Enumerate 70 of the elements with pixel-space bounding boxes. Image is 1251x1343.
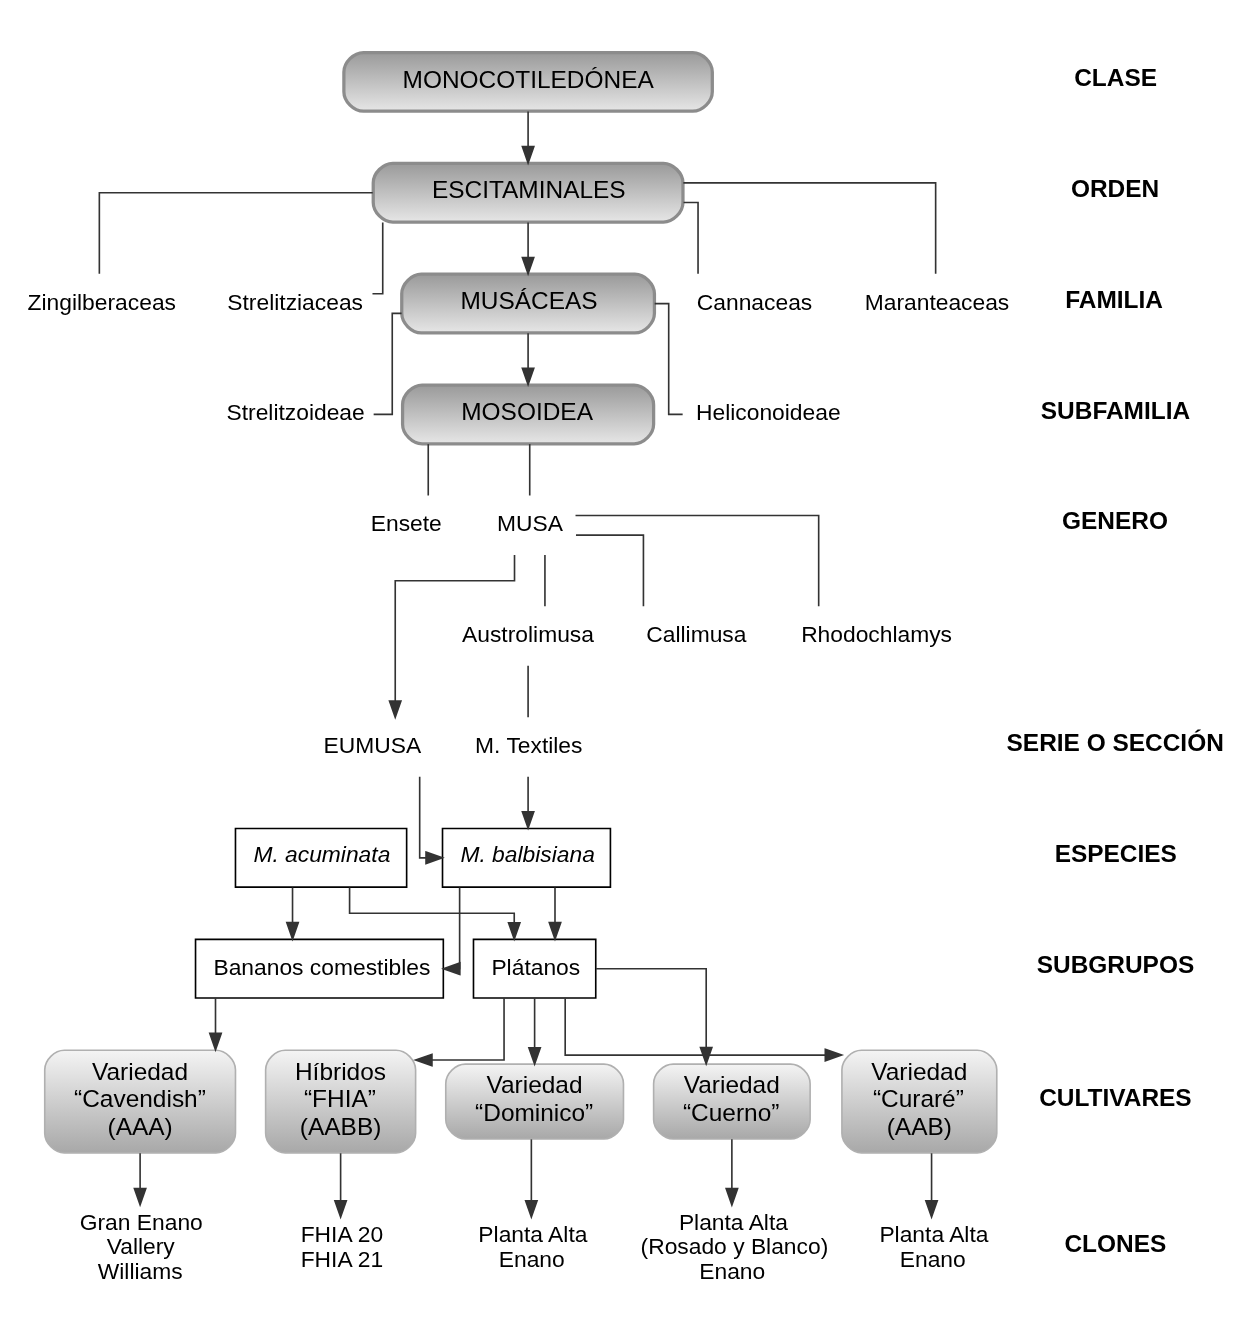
connector: [682, 201, 699, 275]
node-box: MUSÁCEAS: [400, 272, 657, 335]
arrow: [285, 886, 300, 941]
connector: [527, 664, 529, 718]
label: ESPECIES: [1054, 839, 1177, 867]
node-box: M. balbisiana: [441, 827, 612, 888]
label: CLONES: [1064, 1229, 1167, 1257]
node-text: M. Textiles: [475, 731, 583, 758]
arrow: [521, 775, 535, 831]
node-text: FHIA 20 FHIA 21: [300, 1220, 384, 1272]
label: SERIE O SECCIÓN: [1006, 728, 1224, 756]
arrow: [133, 1151, 147, 1207]
arrow: [725, 1138, 739, 1207]
connector: [371, 221, 384, 295]
arrow: [413, 996, 505, 1067]
label: CLASE: [1074, 63, 1158, 91]
node-text: Planta Alta Enano: [478, 1220, 588, 1272]
node-text: Zingilberaceas: [27, 288, 176, 315]
arrow: [441, 886, 461, 976]
label: SUBGRUPOS: [1036, 950, 1195, 978]
node-box: Bananos comestibles: [194, 938, 445, 999]
node-box: Variedad “Curaré” (AAB): [841, 1048, 998, 1154]
node-box: MOSOIDEA: [400, 382, 656, 445]
node-text: Maranteaceas: [864, 288, 1010, 315]
arrow: [521, 331, 535, 387]
node-text: Ensete: [370, 509, 442, 536]
arrow: [418, 775, 445, 865]
node-text: Gran Enano Vallery Williams: [79, 1208, 203, 1284]
label: GENERO: [1061, 506, 1168, 534]
node-text: MUSA: [497, 509, 564, 536]
connector: [575, 533, 645, 607]
connector: [528, 442, 531, 496]
arrow: [333, 1151, 348, 1220]
arrow: [388, 553, 516, 720]
connector: [682, 181, 937, 275]
arrow: [348, 886, 522, 941]
arrow: [548, 886, 562, 941]
arrow: [524, 1138, 539, 1220]
node-text: Austrolimusa: [462, 620, 594, 647]
node-text: Heliconoideae: [696, 398, 841, 425]
connector: [544, 553, 546, 607]
node-box: Variedad “Dominico”: [444, 1062, 625, 1140]
label: CULTIVARES: [1039, 1083, 1192, 1111]
node-box: Variedad “Cavendish” (AAA): [43, 1048, 237, 1154]
node-box: M. acuminata: [234, 827, 408, 888]
arrow: [527, 996, 542, 1067]
connector: [574, 514, 820, 607]
node-box: Plátanos: [472, 938, 597, 999]
arrow: [208, 996, 223, 1052]
connector: [427, 442, 430, 496]
node-box: Variedad “Cuerno”: [652, 1062, 811, 1140]
connector: [98, 191, 374, 275]
arrow: [521, 221, 535, 276]
node-text: EUMUSA: [323, 731, 422, 758]
arrow: [564, 997, 845, 1062]
node-text: Rhodochlamys: [801, 620, 953, 647]
label: FAMILIA: [1065, 285, 1163, 313]
label: ORDEN: [1070, 174, 1160, 202]
node-text: Planta Alta (Rosado y Blanco) Enano: [640, 1208, 829, 1284]
node-text: Strelitziaceas: [227, 288, 363, 315]
node-box: MONOCOTILEDÓNEA: [342, 50, 714, 113]
arrow: [924, 1151, 939, 1220]
node-box: ESCITAMINALES: [371, 161, 685, 224]
node-text: Strelitzoideae: [226, 398, 365, 425]
node-text: Callimusa: [646, 620, 747, 647]
arrow: [521, 110, 535, 165]
node-text: Cannaceas: [696, 288, 813, 315]
node-box: Híbridos “FHIA” (AABB): [264, 1048, 417, 1154]
label: SUBFAMILIA: [1040, 396, 1191, 423]
node-text: Planta Alta Enano: [879, 1220, 989, 1272]
